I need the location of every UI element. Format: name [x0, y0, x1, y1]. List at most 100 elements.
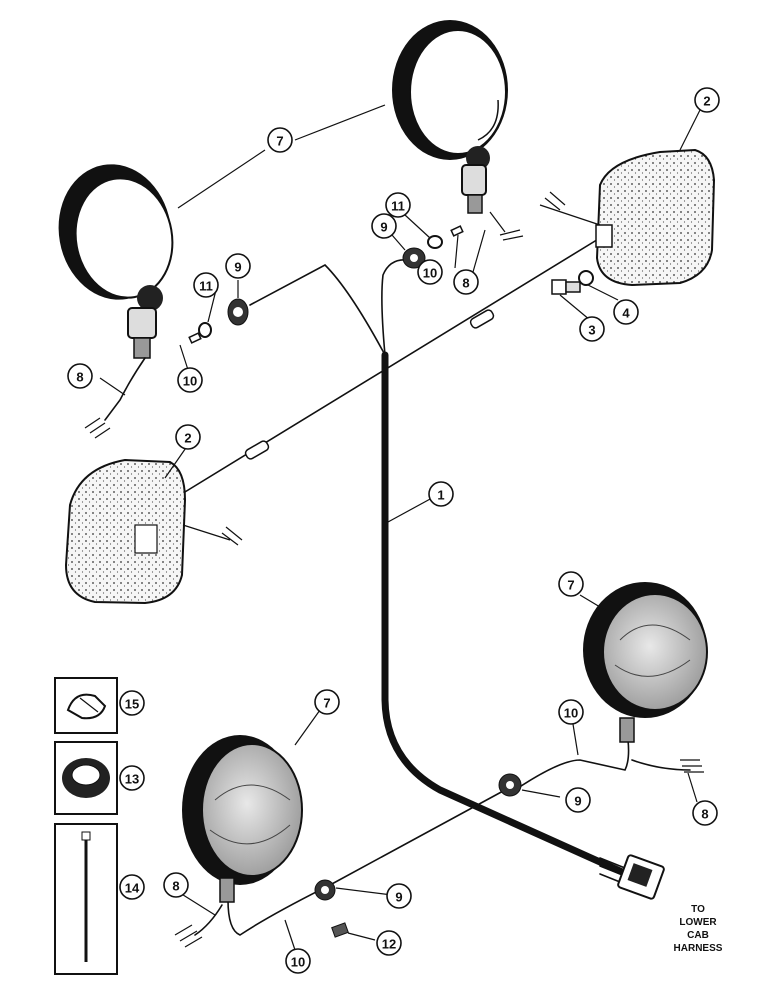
callout-circle: [428, 481, 454, 507]
callout-circle: [692, 800, 718, 826]
callout-label: 9: [234, 260, 241, 275]
callout-circle: [119, 765, 145, 791]
callout-circle: [579, 316, 605, 342]
callout-8-d: 8: [163, 872, 189, 898]
callout-circle: [558, 699, 584, 725]
nut-12: [331, 922, 349, 938]
worklamp-right-lower: [583, 582, 708, 773]
callout-circle: [376, 930, 402, 956]
connector-9-c: [498, 773, 522, 797]
callout-8-b: 8: [67, 363, 93, 389]
callout-7-right: 7: [558, 571, 584, 597]
callout-label: 8: [172, 879, 179, 894]
callout-bubbles: 7 2 11 9 11 9 10 8 3 4 8 10 2 1 7 15 7 10 13 9 8 14 8 9 12 10: [67, 87, 720, 974]
connector-9-d: [314, 879, 336, 901]
oring-11-a: [198, 322, 212, 338]
callout-circle: [225, 253, 251, 279]
callout-label: 12: [382, 937, 396, 952]
callout-label: 4: [622, 306, 630, 321]
callout-label: 9: [574, 794, 581, 809]
callout-9-c: 9: [565, 787, 591, 813]
oring-11-b: [427, 235, 443, 249]
worklamp-top-left: [58, 164, 174, 439]
callout-circle: [267, 127, 293, 153]
small-parts: [188, 225, 665, 938]
callout-10-a: 10: [417, 259, 443, 285]
callout-label: 10: [291, 955, 305, 970]
callout-2-mid: 2: [175, 424, 201, 450]
callout-10-d: 10: [285, 948, 311, 974]
callout-circle: [177, 367, 203, 393]
callout-circle: [694, 87, 720, 113]
inset-parts: [54, 677, 118, 975]
callout-label: 9: [380, 220, 387, 235]
connector-9-b: [402, 247, 426, 269]
callout-3: 3: [579, 316, 605, 342]
callout-label: 11: [199, 279, 213, 294]
callout-circle: [565, 787, 591, 813]
callout-label: 9: [395, 890, 402, 905]
callout-circle: [193, 272, 219, 298]
callout-2-top: 2: [694, 87, 720, 113]
callout-label: 3: [588, 323, 595, 338]
callout-circle: [371, 213, 397, 239]
callout-circle: [285, 948, 311, 974]
note-line-2: LOWER: [679, 917, 717, 928]
callout-label: 7: [567, 578, 574, 593]
callout-circle: [558, 571, 584, 597]
callout-1: 1: [428, 481, 454, 507]
callout-label: 15: [125, 697, 139, 712]
side-lamp-mid-left: [64, 458, 243, 605]
callout-circle: [175, 424, 201, 450]
note-line-3: CAB: [687, 930, 709, 941]
cab-harness-note: TO LOWER CAB HARNESS: [674, 904, 723, 954]
callout-7-top: 7: [267, 127, 293, 153]
callout-9-a: 9: [225, 253, 251, 279]
note-line-4: HARNESS: [674, 943, 723, 954]
callout-label: 8: [462, 276, 469, 291]
callout-label: 1: [437, 488, 444, 503]
terminal-10-b: [450, 225, 464, 237]
callout-label: 8: [701, 807, 708, 822]
main-harness-trunk: [381, 351, 644, 884]
terminal-10-a: [188, 332, 202, 344]
callout-circle: [386, 883, 412, 909]
side-lamp-top-right: [539, 148, 716, 287]
callout-circle: [67, 363, 93, 389]
callout-circle: [314, 689, 340, 715]
wire-right-lamp: [514, 739, 630, 791]
callout-10-c: 10: [558, 699, 584, 725]
callout-11-b: 11: [385, 192, 411, 218]
worklamp-top-center: [392, 20, 524, 241]
bolt-3: [551, 279, 581, 295]
callout-label: 11: [391, 199, 405, 214]
callout-15: 15: [119, 690, 145, 716]
callout-circle: [417, 259, 443, 285]
washer-4: [578, 270, 594, 286]
callout-label: 10: [423, 266, 437, 281]
callout-label: 10: [183, 374, 197, 389]
callout-14: 14: [119, 874, 145, 900]
callout-9-b: 9: [371, 213, 397, 239]
callout-circle: [385, 192, 411, 218]
wire-left-lamp: [227, 789, 506, 936]
callout-label: 2: [703, 94, 710, 109]
callout-label: 8: [76, 370, 83, 385]
callout-9-d: 9: [386, 883, 412, 909]
callout-label: 2: [184, 431, 191, 446]
callout-label: 13: [125, 772, 139, 787]
callout-4: 4: [613, 299, 639, 325]
callout-circle: [613, 299, 639, 325]
callout-13: 13: [119, 765, 145, 791]
callout-11-a: 11: [193, 272, 219, 298]
note-line-1: TO: [691, 904, 705, 915]
callout-label: 10: [564, 706, 578, 721]
callout-12: 12: [376, 930, 402, 956]
callout-10-b: 10: [177, 367, 203, 393]
callout-label: 7: [323, 696, 330, 711]
callout-circle: [119, 874, 145, 900]
callout-circle: [119, 690, 145, 716]
callout-label: 14: [125, 881, 140, 896]
wire-branch-left-lamp: [249, 264, 386, 356]
